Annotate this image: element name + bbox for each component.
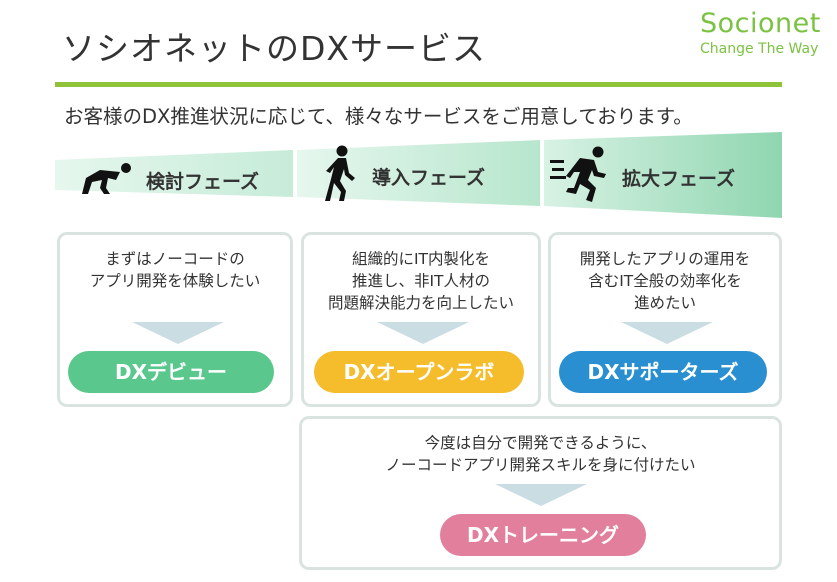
running-person-icon bbox=[550, 146, 622, 209]
down-arrow-icon bbox=[132, 322, 224, 344]
dx-training-button[interactable]: DXトレーニング bbox=[440, 514, 646, 556]
phase-consider: 検討フェーズ bbox=[80, 160, 259, 201]
card-description: 開発したアプリの運用を 含むIT全般の効率化を 進めたい bbox=[579, 250, 751, 312]
card-description: まずはノーコードの アプリ開発を体験したい bbox=[89, 250, 261, 290]
phase-label: 導入フェーズ bbox=[372, 167, 486, 189]
phase-band bbox=[55, 132, 782, 218]
dx-open-lab-button[interactable]: DXオープンラボ bbox=[314, 351, 524, 393]
phase-expand: 拡大フェーズ bbox=[550, 146, 735, 209]
down-arrow-icon bbox=[377, 322, 469, 344]
crouching-person-icon bbox=[80, 160, 146, 201]
title-divider bbox=[55, 82, 782, 87]
dx-supporters-button[interactable]: DXサポーターズ bbox=[559, 351, 767, 393]
phase-band-segment-2 bbox=[297, 140, 540, 206]
phase-band-segment-3 bbox=[544, 132, 782, 218]
logo-name: Socionet bbox=[700, 8, 821, 39]
down-arrow-icon bbox=[621, 322, 713, 344]
service-card-training: 今度は自分で開発できるように、 ノーコードアプリ開発スキルを身に付けたい DXト… bbox=[299, 416, 782, 570]
down-arrow-icon bbox=[495, 484, 587, 506]
phase-label: 検討フェーズ bbox=[146, 171, 260, 193]
card-description: 組織的にIT内製化を 推進し、非IT人材の 問題解決能力を向上したい bbox=[327, 250, 514, 312]
company-logo: Socionet Change The Way bbox=[700, 8, 830, 57]
phase-label: 拡大フェーズ bbox=[622, 168, 736, 190]
phase-band-segment-1 bbox=[55, 150, 293, 197]
dx-debut-button[interactable]: DXデビュー bbox=[68, 351, 274, 393]
service-card-supporters: 開発したアプリの運用を 含むIT全般の効率化を 進めたい DXサポーターズ bbox=[548, 232, 782, 407]
walking-person-icon bbox=[322, 145, 372, 208]
service-card-open-lab: 組織的にIT内製化を 推進し、非IT人材の 問題解決能力を向上したい DXオープ… bbox=[301, 232, 541, 407]
logo-tagline: Change The Way bbox=[700, 41, 819, 57]
page-title: ソシオネットのDXサービス bbox=[62, 29, 487, 68]
card-description: 今度は自分で開発できるように、 ノーコードアプリ開発スキルを身に付けたい bbox=[385, 434, 696, 474]
page-subtitle: お客様のDX推進状況に応じて、様々なサービスをご用意しております。 bbox=[64, 105, 693, 128]
phase-introduce: 導入フェーズ bbox=[322, 145, 485, 208]
service-card-debut: まずはノーコードの アプリ開発を体験したい DXデビュー bbox=[57, 232, 293, 407]
